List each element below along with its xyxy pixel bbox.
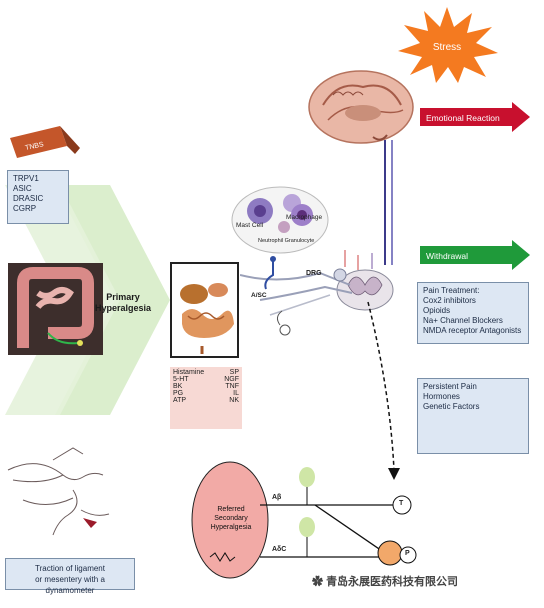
pain-treatment-item: Na+ Channel Blockers [423, 316, 503, 325]
withdrawal-label: Withdrawal [426, 251, 468, 261]
receptor-box: TRPV1 ASIC DRASIC CGRP [7, 170, 69, 224]
drg-label: DRG [306, 270, 322, 277]
mediator-item: IL [233, 390, 239, 397]
referred-hyperalgesia-circuit [191, 461, 417, 579]
macrophage-label: Macrophage [286, 214, 323, 221]
emotional-reaction-arrow: Emotional Reaction [420, 102, 530, 132]
mediator-item: 5-HT [173, 376, 189, 383]
immune-cells-image [231, 186, 329, 254]
receptor-item: ASIC [13, 184, 32, 193]
recording-probe-icon [264, 256, 276, 290]
neutrophil-label: Neutrophil Granulocyte [258, 238, 315, 244]
mediator-item: NGF [224, 376, 239, 383]
pain-treatment-item: NMDA receptor Antagonists [423, 326, 522, 335]
abdominal-organs-image [170, 262, 239, 358]
pain-treatment-item: Opioids [423, 306, 451, 315]
receptor-item: TRPV1 [13, 174, 39, 183]
pain-treatment-item: Cox2 inhibitors [423, 296, 476, 305]
tnbs-bottle-icon: TNBS [10, 126, 80, 158]
mediator-item: PG [173, 390, 184, 397]
mediators-table: Histamine 5-HT BK PG ATP SP NGF TNF IL N… [170, 367, 242, 429]
mediator-item: ATP [173, 397, 187, 404]
ascending-pathway [384, 140, 393, 265]
mediator-item: SP [229, 369, 239, 376]
traction-box: Traction of ligament or mesentery with a… [5, 558, 135, 595]
withdrawal-arrow: Withdrawal [420, 240, 530, 270]
mast-cell-label: Mast Cell [236, 222, 264, 229]
mediator-item: TNF [225, 383, 239, 390]
emotional-reaction-label: Emotional Reaction [426, 113, 500, 123]
persistent-item: Hormones [423, 392, 460, 401]
brain-icon [308, 70, 414, 144]
asc-label: A/SC [251, 292, 267, 299]
dashed-arrow [367, 301, 400, 480]
pain-treatment-box: Pain Treatment: Cox2 inhibitors Opioids … [417, 282, 529, 344]
mediator-item: NK [229, 397, 239, 404]
node-t-label: T [399, 500, 404, 507]
wechat-icon: ✿ [312, 576, 327, 588]
mediator-item: Histamine [173, 369, 205, 376]
referred-hyperalgesia-label: Referred Secondary Hyperalgesia [210, 506, 252, 531]
primary-hyperalgesia-label: Primary Hyperalgesia [94, 292, 152, 313]
pain-treatment-item: Pain Treatment: [423, 286, 480, 295]
persistent-pain-box: Persistent Pain Hormones Genetic Factors [417, 378, 529, 454]
fiber-ab-label: Aβ [272, 494, 282, 501]
fiber-asc-label: AδC [272, 546, 287, 553]
watermark: ✿ 青岛永展医药科技有限公司 [312, 576, 459, 588]
tnbs-label: TNBS [25, 141, 45, 152]
spinal-cord-diagram [240, 250, 394, 336]
stress-label: Stress [433, 42, 461, 53]
receptor-item: DRASIC [13, 194, 44, 203]
stress-starburst: Stress [398, 7, 498, 83]
node-p-label: P [405, 550, 410, 557]
dynamometer-sketch [7, 447, 110, 536]
mediator-item: BK [173, 383, 183, 390]
persistent-item: Persistent Pain [423, 382, 477, 391]
receptor-item: CGRP [13, 204, 37, 213]
colon-image [8, 263, 103, 355]
persistent-item: Genetic Factors [423, 402, 480, 411]
